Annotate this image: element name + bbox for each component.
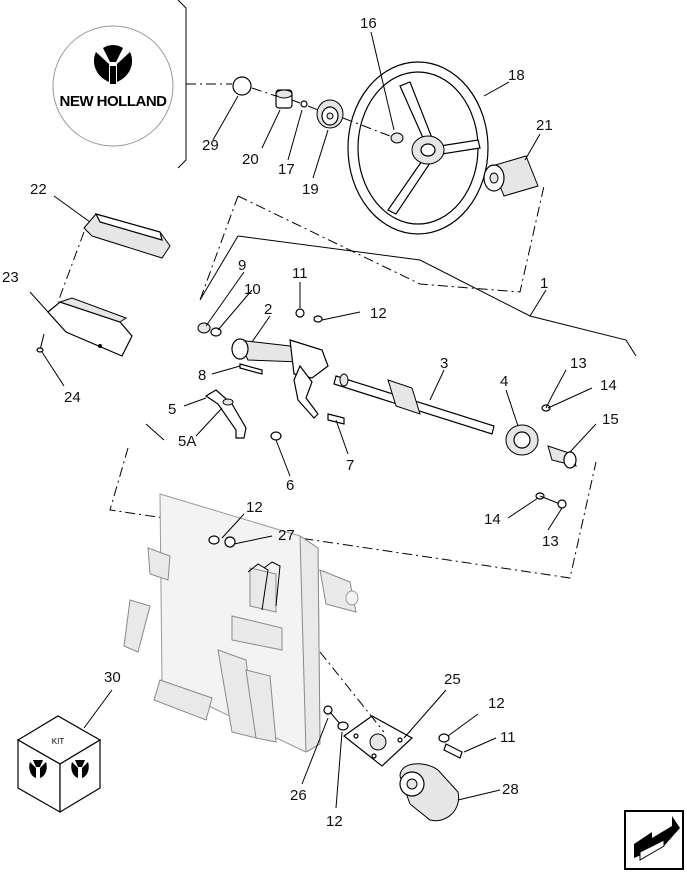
new-holland-leaf-icon	[29, 760, 47, 778]
callout-1: 1	[540, 275, 548, 292]
callout-23: 23	[2, 269, 19, 286]
callout-5a: 5A	[178, 433, 196, 450]
new-holland-logo: NEW HOLLAND	[52, 25, 174, 147]
callout-5: 5	[168, 401, 176, 418]
new-holland-leaf-icon	[93, 45, 133, 84]
callout-25: 25	[444, 671, 461, 688]
next-page-arrow-icon	[634, 816, 680, 861]
callout-24: 24	[64, 389, 81, 406]
callout-27: 27	[278, 527, 295, 544]
callout-29: 29	[202, 137, 219, 154]
callout-11b: 11	[500, 729, 516, 746]
kit-box: KIT	[16, 715, 102, 814]
callout-10: 10	[244, 281, 261, 298]
callout-17: 17	[278, 161, 295, 178]
callout-18: 18	[508, 67, 525, 84]
callout-4: 4	[500, 373, 508, 390]
callout-11a: 11	[292, 265, 308, 282]
column-shroud-group	[36, 213, 171, 357]
callout-13a: 13	[570, 355, 587, 372]
callout-3: 3	[440, 355, 448, 372]
lower-mount-group	[319, 651, 463, 822]
callout-8: 8	[198, 367, 206, 384]
logo-text: NEW HOLLAND	[60, 93, 168, 110]
steering-column-group	[197, 308, 577, 509]
callout-30: 30	[104, 669, 121, 686]
callout-6: 6	[286, 477, 294, 494]
callout-labels: 1 2 3 4 5 5A 6 7 8 9 10 11 11 12 12 12 1…	[2, 15, 619, 830]
callout-28: 28	[502, 781, 519, 798]
callout-12c: 12	[488, 695, 505, 712]
callout-26: 26	[290, 787, 307, 804]
callout-20: 20	[242, 151, 259, 168]
callout-12b: 12	[246, 499, 263, 516]
callout-2: 2	[264, 301, 272, 318]
callout-14b: 14	[484, 511, 501, 528]
steering-wheel-group	[347, 61, 539, 235]
callout-13b: 13	[542, 533, 559, 550]
callout-12a: 12	[370, 305, 387, 322]
horn-parts-group	[186, 76, 391, 137]
new-holland-leaf-icon	[71, 760, 89, 778]
callout-12d: 12	[326, 813, 343, 830]
callout-7: 7	[346, 457, 354, 474]
callout-15: 15	[602, 411, 619, 428]
pedal-assembly-group	[123, 493, 359, 753]
callout-14a: 14	[600, 377, 617, 394]
next-page-button[interactable]	[624, 810, 684, 870]
leader-lines	[29, 31, 597, 809]
callout-21: 21	[536, 117, 553, 134]
callout-19: 19	[302, 181, 319, 198]
callout-16: 16	[360, 15, 377, 32]
callout-22: 22	[30, 181, 47, 198]
kit-label: KIT	[52, 737, 65, 746]
callout-9: 9	[238, 257, 246, 274]
